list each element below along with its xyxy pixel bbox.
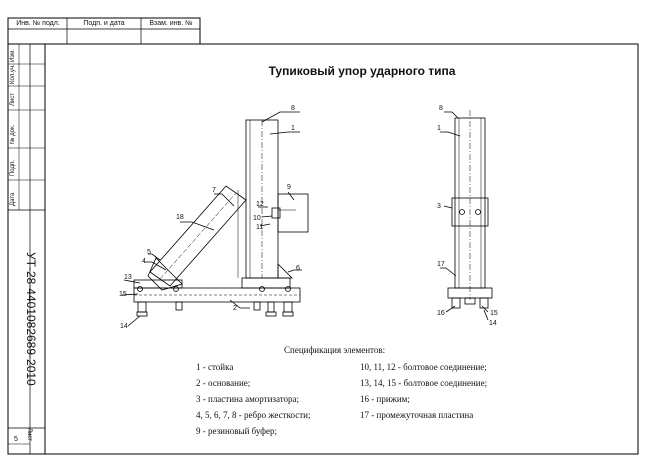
spec-right-2: 16 - прижим; [360,394,410,404]
callout-side-13: 13 [124,274,132,281]
callout-side-11: 11 [256,224,263,231]
spec-left-0: 1 - стойка [196,362,234,372]
stamp-inv-podl: Инв. № подл. [16,20,60,27]
callout-end-8: 8 [439,105,443,112]
stamp-vzam-inv: Взам. инв. № [149,20,193,27]
callout-end-1: 1 [437,125,441,132]
callout-side-7: 7 [212,187,216,194]
callout-side-4: 4 [142,258,146,265]
spec-right-0: 10, 11, 12 - болтовое соединение; [360,362,487,372]
callout-side-5: 5 [147,249,151,256]
spec-right-3: 17 - промежуточная пластина [360,410,474,420]
callout-side-6: 6 [296,265,300,272]
callout-side-14: 14 [120,323,128,330]
callout-end-17: 17 [437,261,445,268]
spec-heading: Спецификация элементов: [284,345,386,355]
callout-side-2: 2 [233,305,237,312]
spec-left-2: 3 - пластина амортизатора; [196,394,300,404]
callout-end-15: 15 [490,310,498,317]
sheet-number: 5 [14,436,18,443]
end-view [440,110,493,321]
callout-side-9: 9 [287,184,291,191]
callout-side-1: 1 [291,125,295,132]
spec-left-1: 2 - основание; [196,378,251,388]
callout-side-18: 18 [176,214,184,221]
callout-side-15: 15 [119,291,127,298]
stamp-podp-data: Подп. и дата [83,20,125,27]
callout-side-12: 12 [256,201,264,208]
callout-side-10: 10 [253,215,261,222]
callout-end-3: 3 [437,203,441,210]
spec-right-1: 13, 14, 15 - болтовое соединение; [360,378,488,388]
end-view-callouts: 8 1 3 17 16 15 14 [437,105,498,327]
side-view [121,111,309,327]
drawing-title: Тупиковый упор ударного типа [268,64,456,78]
callout-end-16: 16 [437,310,445,317]
callout-end-14: 14 [489,320,497,327]
side-view-callouts: 8 1 7 9 18 12 10 11 5 4 6 13 15 2 14 [119,105,300,330]
spec-left-3: 4, 5, 6, 7, 8 - ребро жесткости; [196,410,311,420]
spec-left-4: 9 - резиновый буфер; [196,426,277,436]
callout-side-8: 8 [291,105,295,112]
